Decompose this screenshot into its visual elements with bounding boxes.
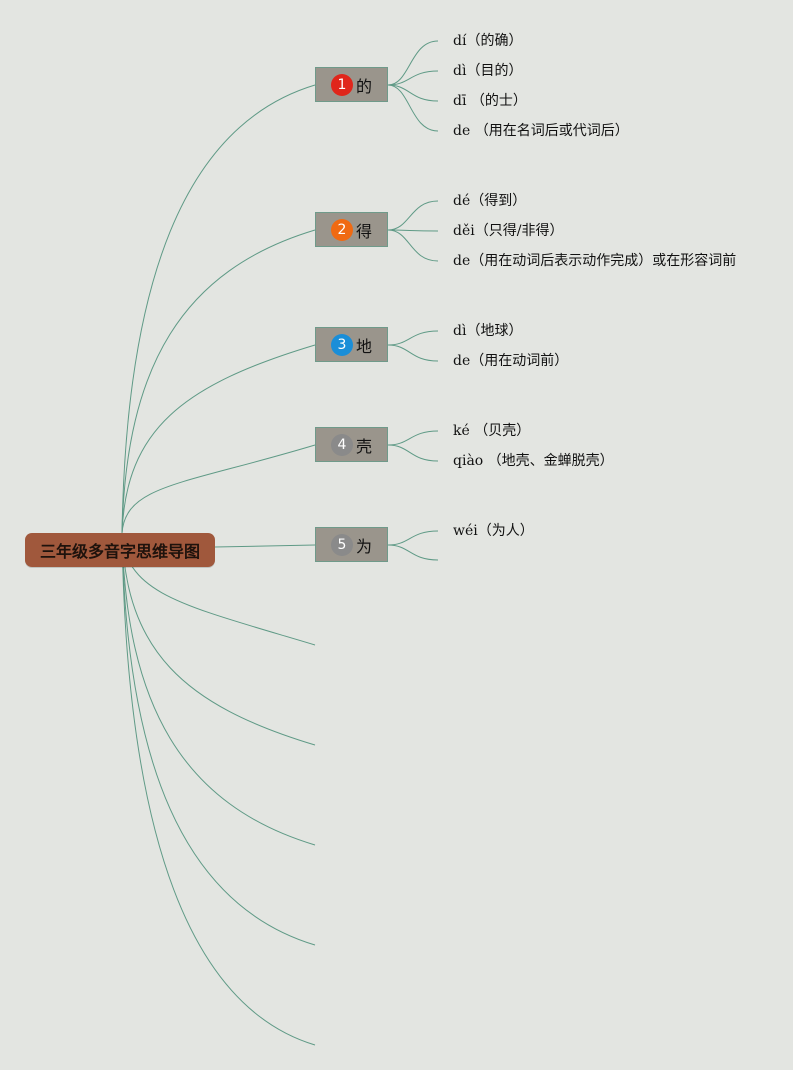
reading-1-4[interactable]: de （用在名词后或代词后） (453, 123, 629, 139)
leaf-connector-5-1 (387, 530, 439, 546)
leaf-connector-4-2 (387, 444, 439, 462)
reading-2-1[interactable]: dé（得到） (453, 193, 527, 209)
leaf-connector-4-1 (387, 430, 439, 446)
node-char-4[interactable]: 4 壳 (315, 427, 388, 462)
reading-3-1[interactable]: dì（地球） (453, 323, 523, 339)
char-label-1: 的 (355, 76, 372, 96)
leaf-connector-2-1 (387, 200, 439, 231)
reading-4-2[interactable]: qiào （地壳、金蝉脱壳） (453, 453, 614, 469)
leaf-connector-3-2 (387, 344, 439, 362)
number-badge-1: 1 (330, 73, 353, 96)
branch-connector-2 (121, 229, 316, 534)
branch-connector-10 (121, 532, 316, 1046)
node-char-5[interactable]: 5 为 (315, 527, 388, 562)
leaf-connector-2-3 (387, 229, 439, 262)
leaf-connector-1-1 (387, 40, 439, 86)
node-char-3[interactable]: 3 地 (315, 327, 388, 362)
reading-2-2[interactable]: děi（只得/非得） (453, 223, 564, 239)
root-topic[interactable]: 三年级多音字思维导图 (25, 533, 215, 567)
node-char-1[interactable]: 1 的 (315, 67, 388, 102)
leaf-connector-1-4 (387, 84, 439, 132)
reading-1-3[interactable]: dī （的士） (453, 93, 527, 109)
leaf-connector-2-2 (387, 229, 439, 232)
branch-connector-8 (121, 532, 316, 846)
reading-1-2[interactable]: dì（目的） (453, 63, 523, 79)
reading-1-1[interactable]: dí（的确） (453, 33, 523, 49)
branch-connector-3 (121, 344, 316, 534)
root-title: 三年级多音字思维导图 (39, 542, 200, 561)
char-label-2: 得 (355, 221, 372, 241)
branch-connector-9 (121, 532, 316, 946)
reading-3-2[interactable]: de（用在动词前） (453, 353, 569, 369)
reading-5-1[interactable]: wéi（为人） (453, 523, 534, 539)
branch-connector-1 (121, 84, 316, 534)
node-char-2[interactable]: 2 得 (315, 212, 388, 247)
branch-connector-4 (121, 444, 316, 534)
number-badge-3: 3 (330, 333, 353, 356)
reading-2-3[interactable]: de（用在动词后表示动作完成）或在形容词前 (453, 253, 737, 269)
number-badge-2: 2 (330, 218, 353, 241)
number-badge-5: 5 (330, 533, 353, 556)
leaf-connector-5-2 (387, 544, 439, 561)
leaf-connector-1-3 (387, 84, 439, 102)
reading-4-1[interactable]: ké （贝壳） (453, 423, 531, 439)
char-label-3: 地 (355, 336, 372, 356)
number-badge-4: 4 (330, 433, 353, 456)
leaf-connector-3-1 (387, 330, 439, 346)
char-label-4: 壳 (355, 436, 372, 456)
branch-connector-5 (214, 544, 316, 548)
char-label-5: 为 (355, 536, 372, 556)
leaf-connector-1-2 (387, 70, 439, 86)
branch-connector-7 (121, 532, 316, 746)
